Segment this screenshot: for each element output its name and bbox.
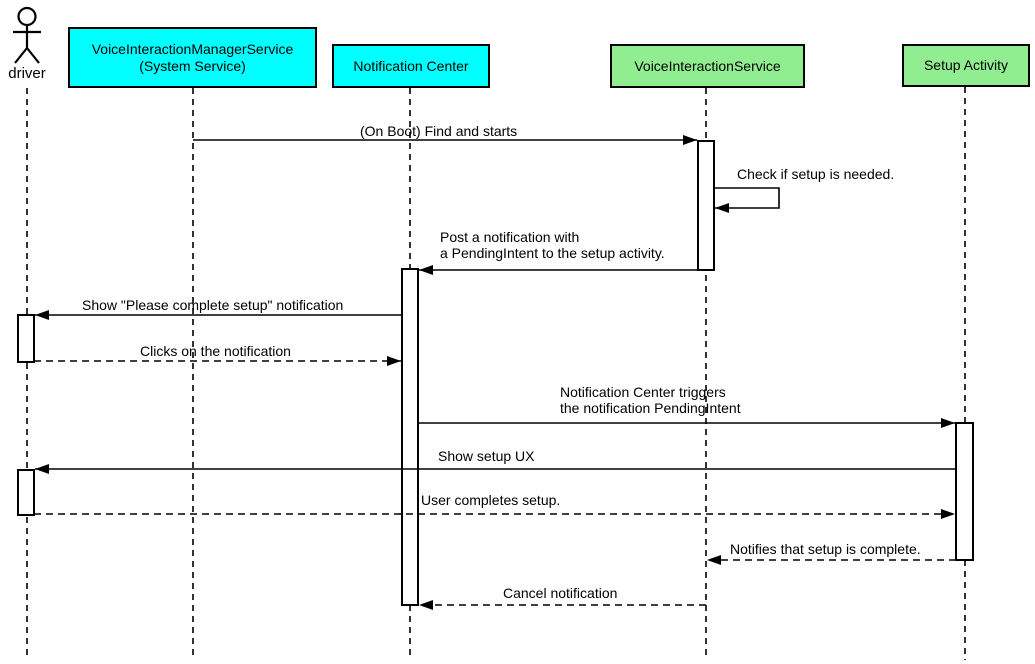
actor-head [17,6,37,27]
participant-box-setup-activity: Setup Activity [902,44,1030,87]
message-label-post-notification: Post a notification with a PendingIntent… [440,229,665,261]
participant-box-notification-center: Notification Center [332,44,490,88]
actor-right-leg [26,47,40,64]
message-label-cancel-notification: Cancel notification [503,585,618,601]
message-label-notify-setup-complete: Notifies that setup is complete. [730,541,921,557]
message-label-on-boot: (On Boot) Find and starts [360,123,518,139]
message-label-check-setup: Check if setup is needed. [737,166,895,182]
activation-bar-driver-2 [17,469,35,516]
actor-label-driver: driver [8,65,46,82]
activation-bar-driver-1 [17,314,35,363]
actor-left-leg [14,47,28,64]
activation-bar-setup-activity [955,422,974,561]
participant-box-manager-service: VoiceInteractionManagerService (System S… [68,27,317,88]
driver-actor-icon [13,6,41,64]
message-label-show-notification: Show "Please complete setup" notificatio… [82,297,344,313]
message-label-user-completes-setup: User completes setup. [421,492,561,508]
activation-bar-voice-interaction-service [697,140,715,271]
message-label-show-setup-ux: Show setup UX [438,448,535,464]
message-label-trigger-pending-intent: Notification Center triggers the notific… [560,384,741,416]
participant-box-voice-interaction-service: VoiceInteractionService [610,44,805,88]
message-label-click-notification: Clicks on the notification [140,343,291,359]
activation-bar-notification-center [401,268,419,606]
message-arrow-check-setup-self-loop [714,187,780,213]
